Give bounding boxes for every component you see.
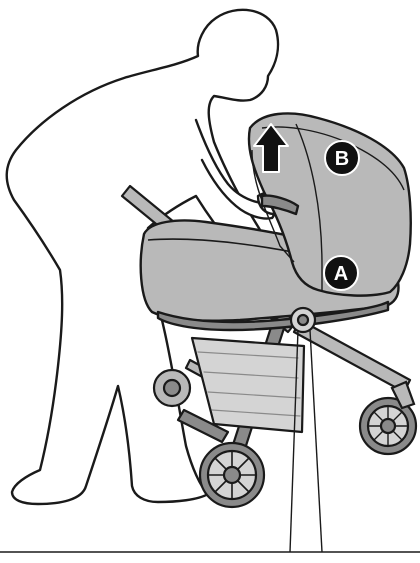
callout-badge-b: B: [325, 141, 359, 175]
callout-label-b: B: [335, 148, 349, 170]
callout-badge-a: A: [324, 256, 358, 290]
callout-label-a: A: [334, 263, 348, 285]
front-wheel: [360, 382, 416, 454]
rear-wheel: [200, 443, 264, 507]
fold-lock-button: [291, 308, 315, 332]
